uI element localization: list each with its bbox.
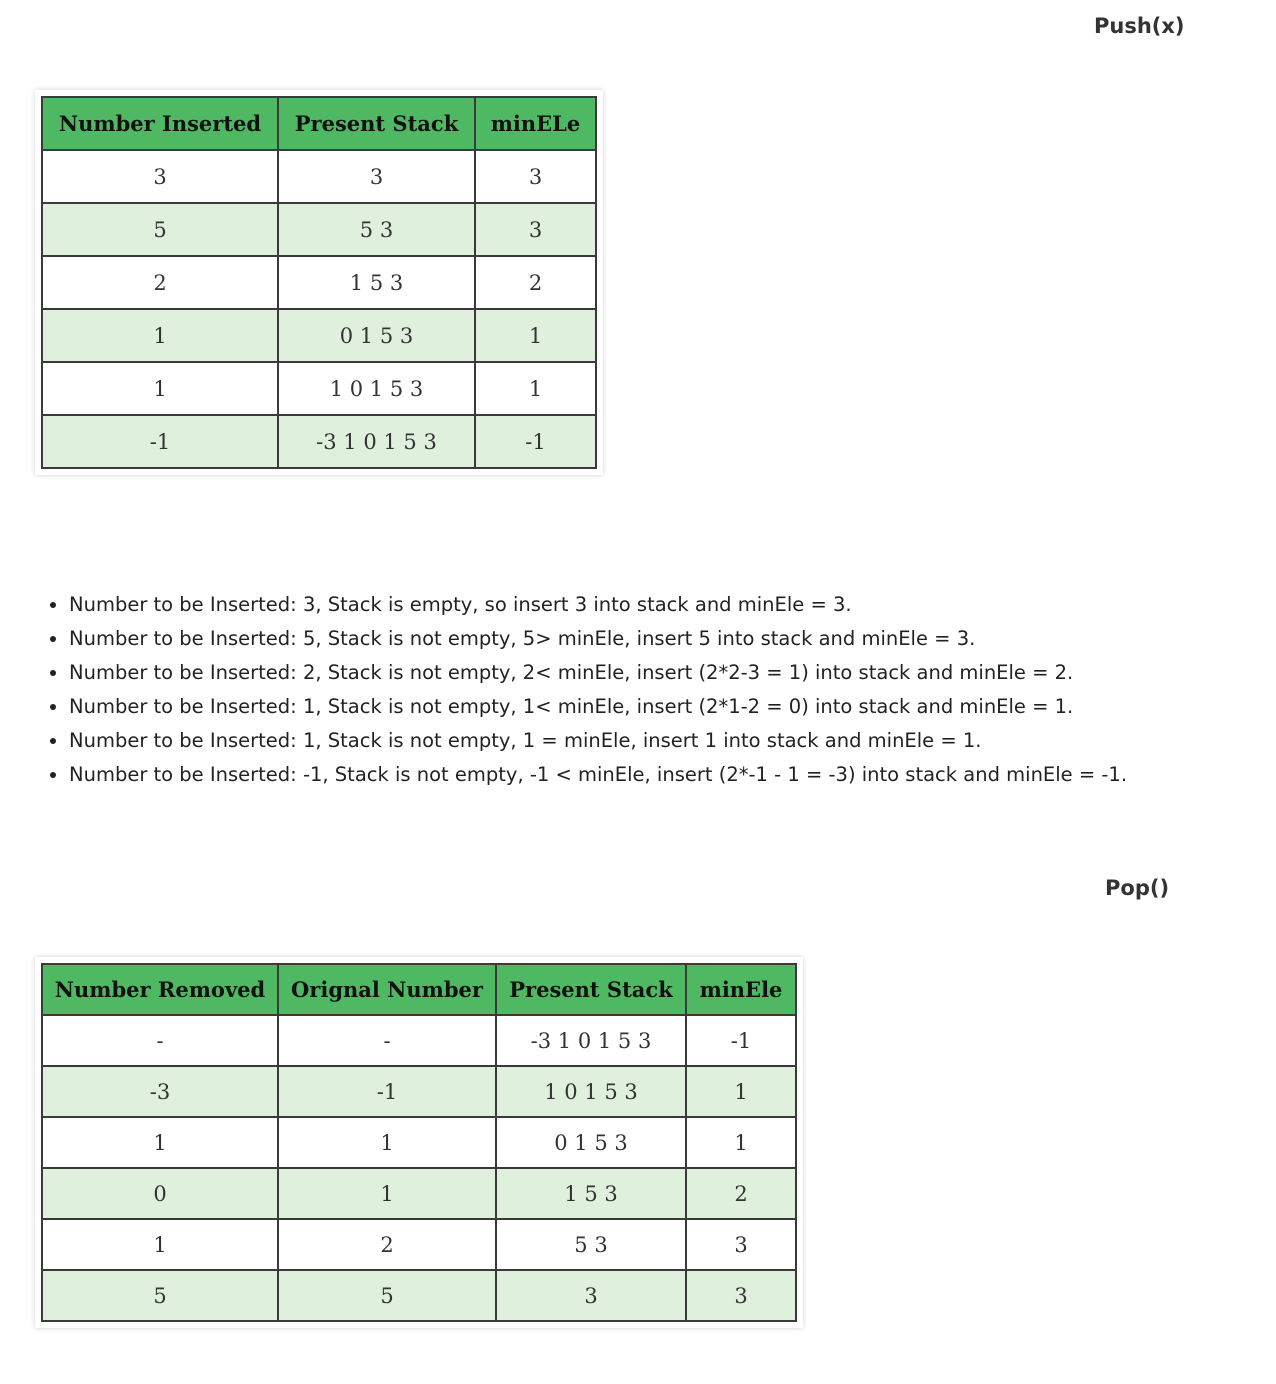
- table-cell: 1: [41, 308, 279, 363]
- table-cell: 2: [685, 1167, 797, 1220]
- table-cell: 1: [685, 1116, 797, 1169]
- table-cell: 1: [685, 1065, 797, 1118]
- push-table: Number Inserted Present Stack minELe 3 3…: [41, 96, 597, 469]
- table-cell: 3: [685, 1269, 797, 1322]
- table-cell: 5 3: [495, 1218, 687, 1271]
- table-cell: -: [277, 1014, 497, 1067]
- table-row: 5 5 3 3: [41, 202, 597, 257]
- list-item: Number to be Inserted: -1, Stack is not …: [69, 758, 1127, 792]
- table-cell: -: [41, 1014, 279, 1067]
- table-cell: -1: [685, 1014, 797, 1067]
- table-row: -3 -1 1 0 1 5 3 1: [41, 1065, 797, 1118]
- pop-header-min-ele: minEle: [685, 963, 797, 1016]
- table-cell: 5: [277, 1269, 497, 1322]
- table-cell: 1 5 3: [495, 1167, 687, 1220]
- table-cell: 1 5 3: [277, 255, 476, 310]
- push-header-number-inserted: Number Inserted: [41, 96, 279, 151]
- table-cell: 5 3: [277, 202, 476, 257]
- pop-header-number-removed: Number Removed: [41, 963, 279, 1016]
- table-cell: 1: [41, 361, 279, 416]
- push-header-present-stack: Present Stack: [277, 96, 476, 151]
- table-row: 1 1 0 1 5 3 1: [41, 1116, 797, 1169]
- table-row: 1 1 0 1 5 3 1: [41, 361, 597, 416]
- table-cell: 5: [41, 202, 279, 257]
- table-cell: 1 0 1 5 3: [495, 1065, 687, 1118]
- table-cell: 3: [685, 1218, 797, 1271]
- table-row: 5 5 3 3: [41, 1269, 797, 1322]
- table-cell: -1: [41, 414, 279, 469]
- table-row: 1 2 5 3 3: [41, 1218, 797, 1271]
- push-heading: Push(x): [1094, 14, 1185, 38]
- table-cell: 1: [277, 1167, 497, 1220]
- table-row: 2 1 5 3 2: [41, 255, 597, 310]
- table-cell: 2: [41, 255, 279, 310]
- table-cell: 2: [474, 255, 597, 310]
- table-row: - - -3 1 0 1 5 3 -1: [41, 1014, 797, 1067]
- table-cell: 1 0 1 5 3: [277, 361, 476, 416]
- pop-table-frame: Number Removed Orignal Number Present St…: [35, 957, 803, 1328]
- list-item: Number to be Inserted: 1, Stack is not e…: [69, 724, 1127, 758]
- pop-heading: Pop(): [1105, 876, 1170, 900]
- table-row: 0 1 1 5 3 2: [41, 1167, 797, 1220]
- table-cell: -3 1 0 1 5 3: [277, 414, 476, 469]
- pop-table: Number Removed Orignal Number Present St…: [41, 963, 797, 1322]
- table-cell: 0: [41, 1167, 279, 1220]
- table-cell: 3: [277, 149, 476, 204]
- push-steps-list: Number to be Inserted: 3, Stack is empty…: [30, 588, 1127, 792]
- table-cell: 1: [41, 1218, 279, 1271]
- table-cell: 3: [41, 149, 279, 204]
- table-cell: 3: [474, 202, 597, 257]
- table-cell: 1: [41, 1116, 279, 1169]
- list-item: Number to be Inserted: 3, Stack is empty…: [69, 588, 1127, 622]
- push-header-min-ele: minELe: [474, 96, 597, 151]
- table-cell: 1: [474, 361, 597, 416]
- list-item: Number to be Inserted: 5, Stack is not e…: [69, 622, 1127, 656]
- table-row: -1 -3 1 0 1 5 3 -1: [41, 414, 597, 469]
- table-cell: -1: [474, 414, 597, 469]
- table-cell: 3: [474, 149, 597, 204]
- pop-header-present-stack: Present Stack: [495, 963, 687, 1016]
- push-table-frame: Number Inserted Present Stack minELe 3 3…: [35, 90, 603, 475]
- table-cell: 2: [277, 1218, 497, 1271]
- list-item: Number to be Inserted: 1, Stack is not e…: [69, 690, 1127, 724]
- table-cell: 1: [277, 1116, 497, 1169]
- table-cell: -1: [277, 1065, 497, 1118]
- table-cell: 0 1 5 3: [495, 1116, 687, 1169]
- list-item: Number to be Inserted: 2, Stack is not e…: [69, 656, 1127, 690]
- table-cell: 1: [474, 308, 597, 363]
- push-table-header-row: Number Inserted Present Stack minELe: [41, 96, 597, 151]
- table-cell: -3 1 0 1 5 3: [495, 1014, 687, 1067]
- table-cell: 0 1 5 3: [277, 308, 476, 363]
- table-cell: -3: [41, 1065, 279, 1118]
- table-row: 3 3 3: [41, 149, 597, 204]
- pop-table-header-row: Number Removed Orignal Number Present St…: [41, 963, 797, 1016]
- table-cell: 5: [41, 1269, 279, 1322]
- pop-header-original-number: Orignal Number: [277, 963, 497, 1016]
- table-cell: 3: [495, 1269, 687, 1322]
- table-row: 1 0 1 5 3 1: [41, 308, 597, 363]
